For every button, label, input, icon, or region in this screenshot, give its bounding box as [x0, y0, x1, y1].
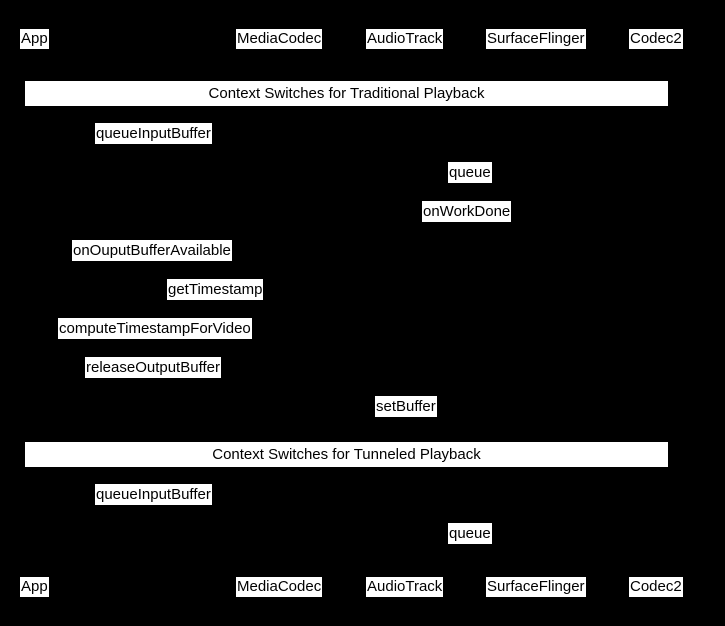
lifeline-header-surfaceflinger: SurfaceFlinger: [486, 29, 586, 49]
message-queue-traditional: queue: [448, 162, 492, 183]
lifeline-footer-audiotrack: AudioTrack: [366, 577, 444, 597]
lifeline-header-codec2: Codec2: [629, 29, 683, 49]
message-on-output-buffer-available: onOuputBufferAvailable: [72, 240, 232, 261]
lifeline-header-mediacodec: MediaCodec: [236, 29, 323, 49]
message-release-output-buffer: releaseOutputBuffer: [85, 357, 221, 378]
section-title-traditional-playback: Context Switches for Traditional Playbac…: [25, 81, 668, 106]
section-title-tunneled-playback: Context Switches for Tunneled Playback: [25, 442, 668, 467]
message-queue-input-buffer-traditional: queueInputBuffer: [95, 123, 212, 144]
lifeline-footer-codec2: Codec2: [629, 577, 683, 597]
lifeline-footer-mediacodec: MediaCodec: [236, 577, 323, 597]
lifeline-footer-surfaceflinger: SurfaceFlinger: [486, 577, 586, 597]
lifeline-header-app: App: [20, 29, 49, 49]
message-get-timestamp: getTimestamp: [167, 279, 264, 300]
message-on-work-done: onWorkDone: [422, 201, 512, 222]
message-queue-tunneled: queue: [448, 523, 492, 544]
lifeline-header-audiotrack: AudioTrack: [366, 29, 444, 49]
lifeline-footer-app: App: [20, 577, 49, 597]
message-compute-timestamp-for-video: computeTimestampForVideo: [58, 318, 252, 339]
message-queue-input-buffer-tunneled: queueInputBuffer: [95, 484, 212, 505]
message-set-buffer: setBuffer: [375, 396, 437, 417]
